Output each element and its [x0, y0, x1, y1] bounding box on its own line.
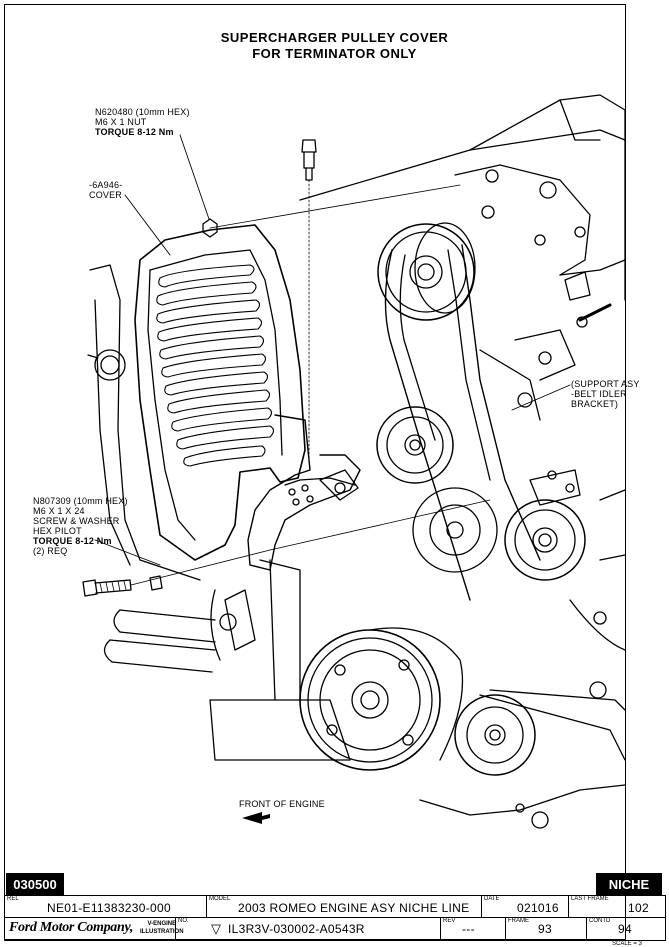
callout-support: (SUPPORT ASY -BELT IDLER BRACKET) [571, 379, 640, 409]
title-line-1: SUPERCHARGER PULLEY COVER [220, 30, 449, 45]
frame-label: FRAME [508, 918, 529, 924]
screw-quantity: (2) REQ [33, 546, 68, 556]
contd-value: 94 [618, 922, 632, 936]
last-frame-value: 102 [628, 901, 649, 915]
support-line-3: BRACKET) [571, 399, 619, 409]
date-value: 021016 [517, 901, 559, 915]
rev-label: REV [443, 918, 456, 924]
code-right-badge: NICHE [596, 873, 662, 895]
callout-cover: -6A946- COVER [89, 180, 122, 200]
contd-cell [586, 917, 666, 941]
contd-label: CONTD [589, 918, 611, 924]
department-line-2: ILLUSTRATION [140, 929, 184, 935]
support-line-1: (SUPPORT ASY [571, 379, 640, 389]
screw-torque: TORQUE 8-12 Nm [33, 536, 112, 546]
cover-label: COVER [89, 190, 123, 200]
nut-spec: M6 X 1 NUT [95, 117, 147, 127]
frame-value: 93 [538, 922, 552, 936]
no-label: NO. [178, 918, 189, 924]
front-of-engine-label: FRONT OF ENGINE [239, 799, 325, 809]
nut-part-number: N620480 (10mm HEX) [95, 107, 190, 117]
no-value: IL3R3V-030002-A0543R [228, 922, 365, 936]
model-label: MODEL [209, 896, 231, 902]
support-line-2: -BELT IDLER [571, 389, 627, 399]
department-line-1: V-ENGINE [147, 921, 177, 927]
screw-type: SCREW & WASHER [33, 516, 120, 526]
model-value: 2003 ROMEO ENGINE ASY NICHE LINE [238, 901, 470, 915]
callout-screw: N807309 (10mm HEX) M6 X 1 X 24 SCREW & W… [33, 496, 128, 556]
rev-value: --- [462, 922, 475, 936]
callout-nut: N620480 (10mm HEX) M6 X 1 NUT TORQUE 8-1… [95, 107, 190, 137]
screw-part-number: N807309 (10mm HEX) [33, 496, 128, 506]
drawing-sheet [4, 4, 626, 940]
title-line-2: FOR TERMINATOR ONLY [252, 46, 417, 61]
nut-torque: TORQUE 8-12 Nm [95, 127, 174, 137]
cover-part-number: -6A946- [89, 180, 123, 190]
rel-label: REL [7, 896, 19, 902]
screw-pilot: HEX PILOT [33, 526, 82, 536]
company-logo: Ford Motor Company, [9, 920, 134, 935]
rel-value: NE01-E11383230-000 [47, 901, 171, 915]
department-label: V-ENGINE ILLUSTRATION [140, 920, 184, 936]
drawing-title: SUPERCHARGER PULLEY COVER FOR TERMINATOR… [0, 30, 669, 62]
code-left-badge: 030500 [6, 873, 64, 895]
screw-size: M6 X 1 X 24 [33, 506, 85, 516]
last-frame-label: LAST FRAME [571, 896, 609, 902]
triangle-icon: ▽ [211, 921, 221, 936]
scale-label: SCALE = 3 [612, 941, 642, 947]
date-label: DATE [484, 896, 500, 902]
